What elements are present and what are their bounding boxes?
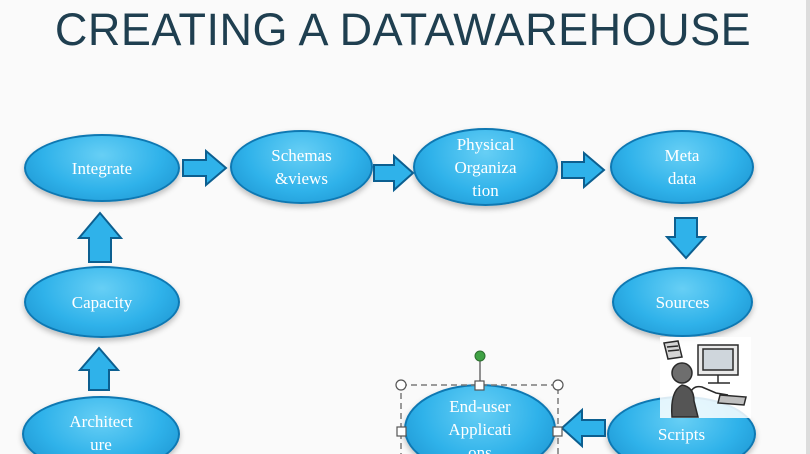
slide-edge [806, 0, 810, 454]
node-physical-organization[interactable]: Physical Organiza tion [413, 128, 558, 206]
left-arrow-icon [560, 407, 606, 449]
up-arrow-icon [77, 346, 121, 391]
up-arrow-icon [76, 211, 124, 263]
right-arrow-icon [561, 150, 606, 190]
node-capacity[interactable]: Capacity [24, 266, 180, 338]
node-metadata[interactable]: Meta data [610, 130, 754, 204]
node-schemas-views[interactable]: Schemas &views [230, 130, 373, 204]
node-end-user-applications[interactable]: End-user Applicati ons [404, 384, 556, 454]
right-arrow-icon [182, 148, 228, 188]
right-arrow-icon [373, 153, 415, 193]
down-arrow-icon [664, 217, 708, 260]
selection-handles[interactable] [395, 350, 564, 454]
node-sources[interactable]: Sources [612, 267, 753, 337]
node-integrate[interactable]: Integrate [24, 134, 180, 202]
node-architecture[interactable]: Architect ure [22, 396, 180, 454]
person-at-computer-icon [660, 337, 751, 418]
slide-title: CREATING A DATAWAREHOUSE [54, 4, 752, 55]
